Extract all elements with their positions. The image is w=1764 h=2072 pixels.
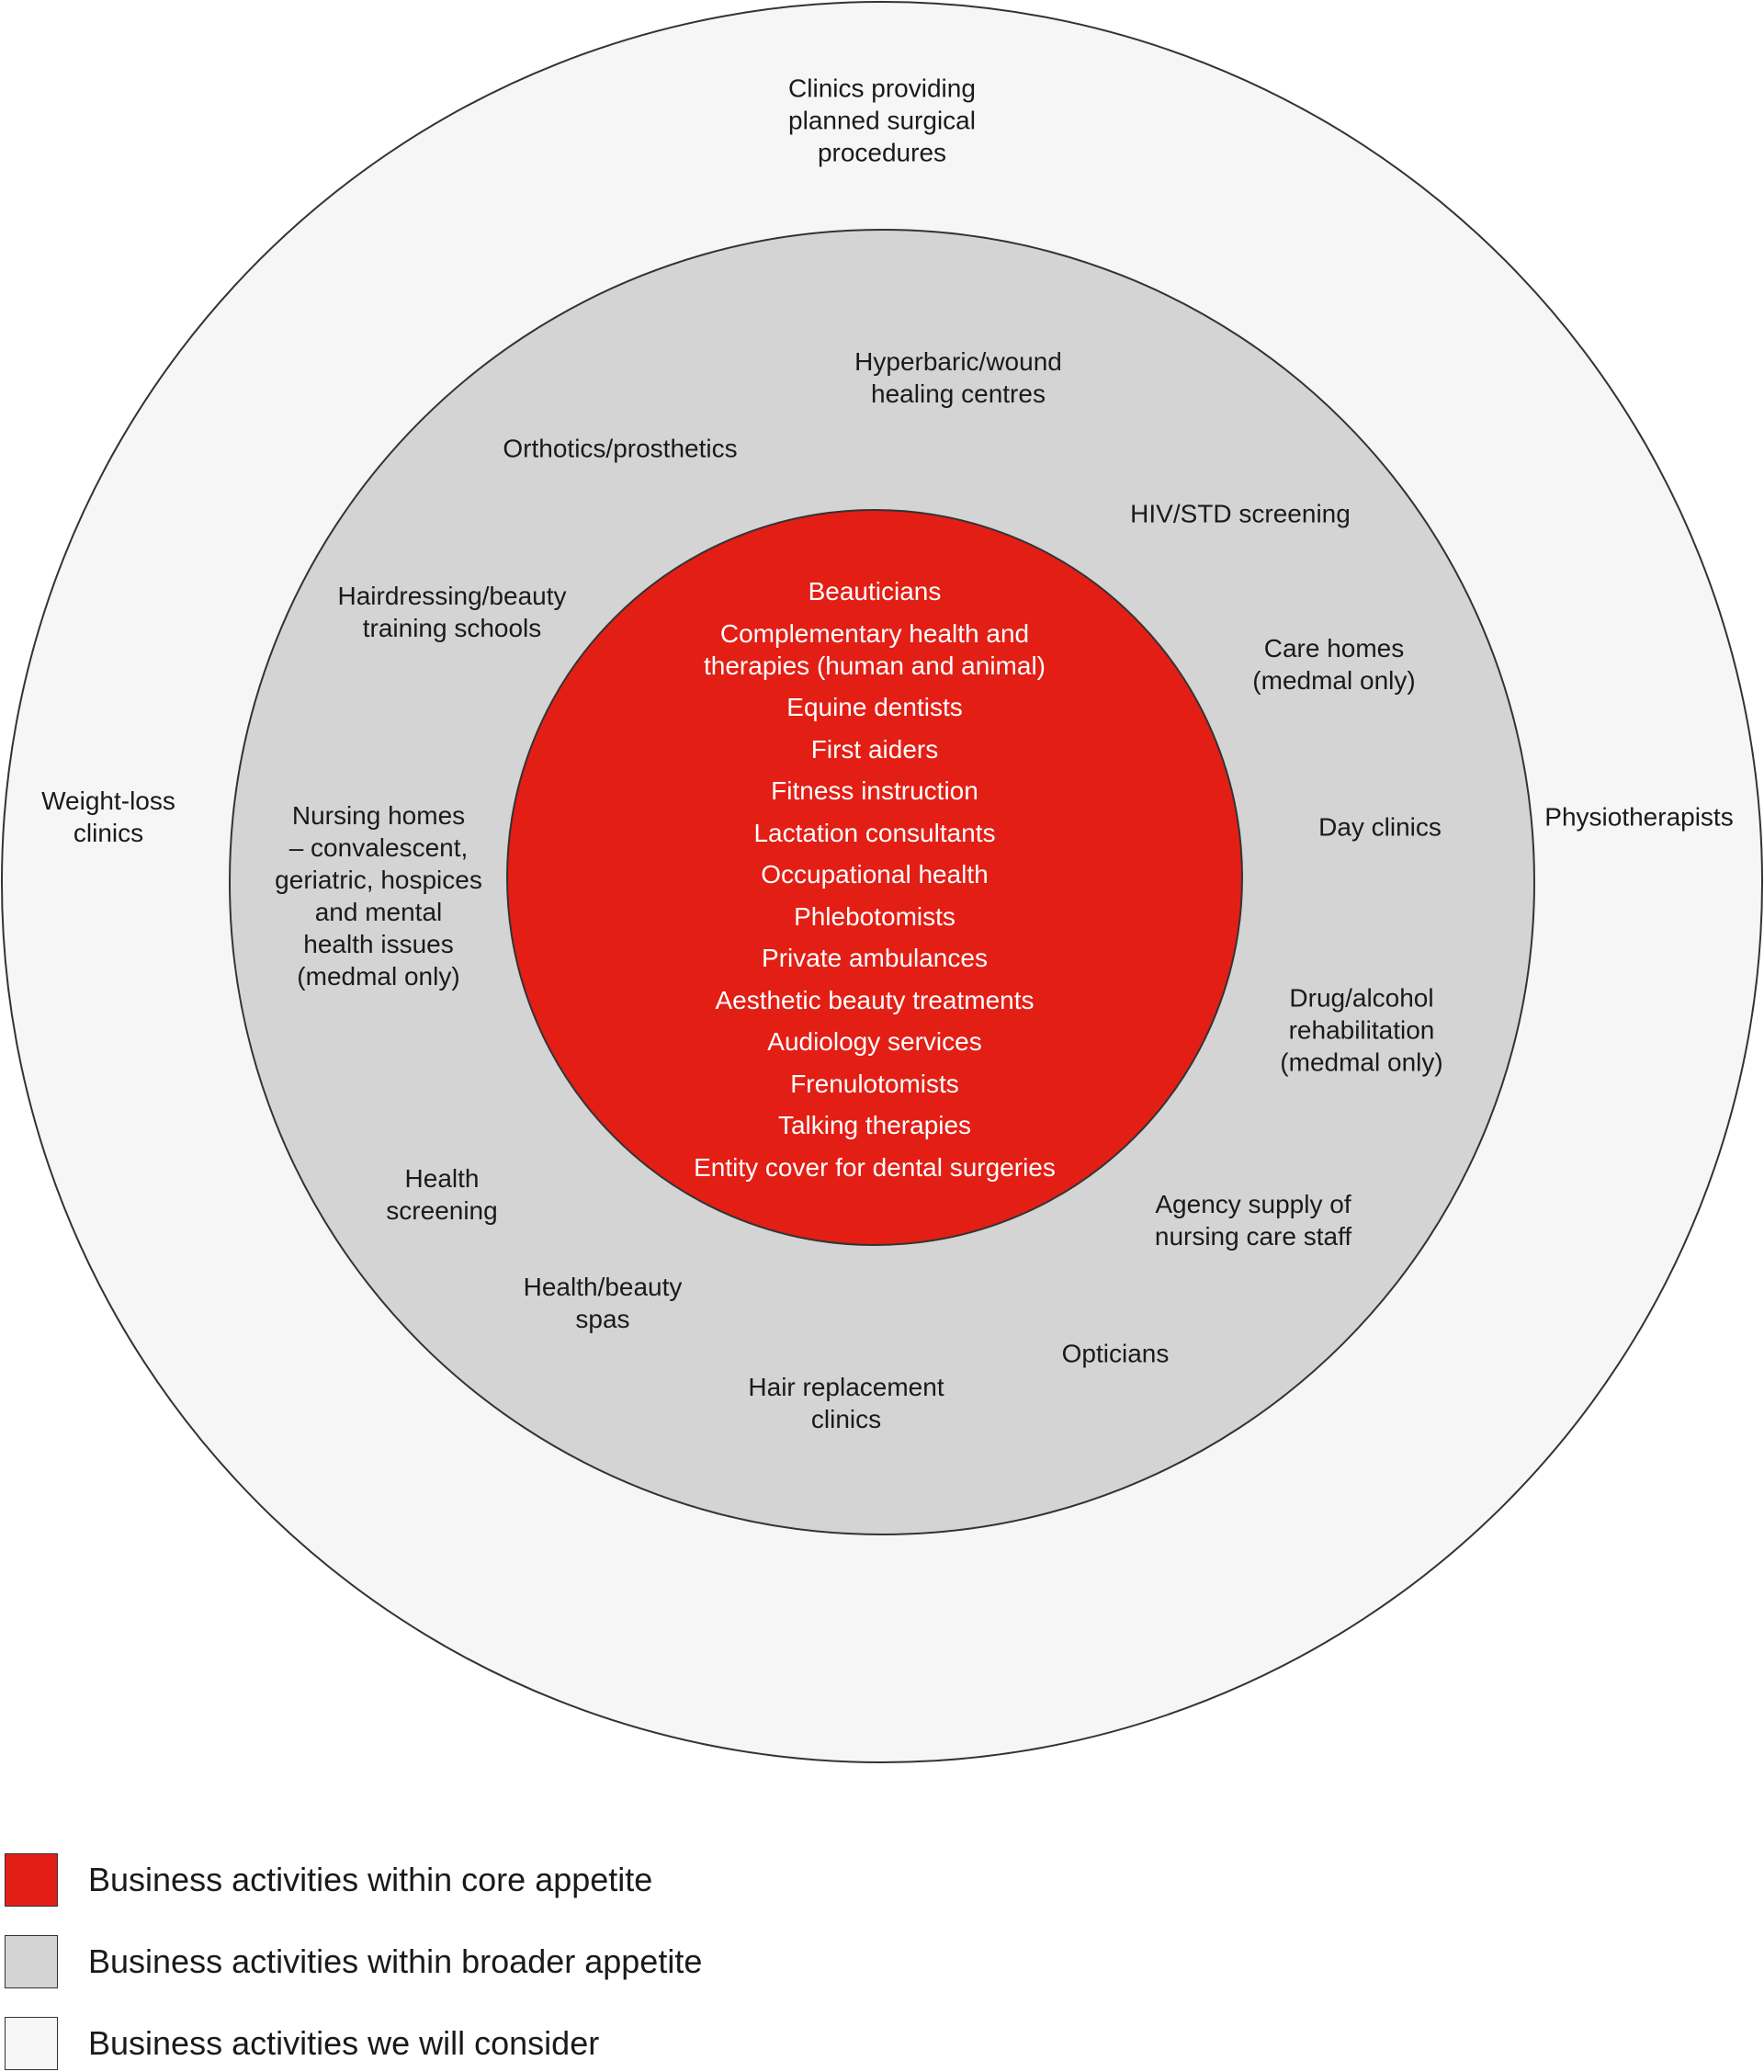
legend-swatch-broader <box>5 1935 58 1988</box>
core-item-talking-therapies: Talking therapies <box>777 1111 972 1139</box>
core-item-aesthetic-beauty: Aesthetic beauty treatments <box>715 985 1035 1014</box>
middle-label-care-homes: Care homes (medmal only) <box>1252 634 1416 695</box>
legend-item-broader: Business activities within broader appet… <box>0 1935 919 1990</box>
core-item-audiology: Audiology services <box>767 1027 982 1056</box>
middle-label-agency-nursing: Agency supply of nursing care staff <box>1154 1190 1352 1251</box>
middle-label-opticians: Opticians <box>1061 1339 1170 1368</box>
core-item-dental-surgeries: Entity cover for dental surgeries <box>694 1152 1056 1182</box>
legend-swatch-consider <box>5 2017 58 2070</box>
outer-label-planned-surgical-clinics: Clinics providing planned surgical proce… <box>788 74 976 167</box>
middle-label-hiv-std: HIV/STD screening <box>1130 499 1351 528</box>
legend-swatch-core <box>5 1853 58 1907</box>
middle-label-hyperbaric: Hyperbaric/wound healing centres <box>854 347 1062 408</box>
middle-label-day-clinics: Day clinics <box>1318 812 1442 842</box>
middle-label-orthotics: Orthotics/prosthetics <box>503 434 738 463</box>
middle-label-health-beauty-spas: Health/beauty spas <box>523 1273 683 1333</box>
core-item-phlebotomists: Phlebotomists <box>794 901 956 931</box>
core-item-equine-dentists: Equine dentists <box>786 693 963 721</box>
core-item-frenulotomists: Frenulotomists <box>790 1069 959 1098</box>
core-item-private-ambulances: Private ambulances <box>762 944 988 972</box>
legend-label-consider: Business activities we will consider <box>88 2024 600 2062</box>
core-item-fitness-instruction: Fitness instruction <box>771 776 978 805</box>
middle-label-health-screening: Health screening <box>386 1164 498 1225</box>
legend-item-core: Business activities within core appetite <box>0 1853 919 1908</box>
appetite-diagram <box>1 1 1763 1763</box>
core-item-occupational-health: Occupational health <box>761 860 989 889</box>
core-item-first-aiders: First aiders <box>810 734 939 764</box>
core-circle <box>506 509 1243 1246</box>
legend-label-core: Business activities within core appetite <box>88 1861 653 1898</box>
legend-item-consider: Business activities we will consider <box>0 2017 919 2072</box>
middle-label-hair-replacement: Hair replacement clinics <box>748 1373 944 1433</box>
legend-label-broader: Business activities within broader appet… <box>88 1942 703 1980</box>
middle-label-nursing-homes: Nursing homes – convalescent, geriatric,… <box>275 801 482 991</box>
core-item-complementary-health: Complementary health and therapies (huma… <box>704 618 1046 680</box>
middle-label-hairdressing-schools: Hairdressing/beauty training schools <box>337 582 567 642</box>
core-item-beauticians: Beauticians <box>808 577 942 606</box>
outer-label-physiotherapists: Physiotherapists <box>1544 802 1734 832</box>
core-item-lactation-consultants: Lactation consultants <box>753 818 996 847</box>
core-activities-list: Beauticians Complementary health and the… <box>526 575 1224 1193</box>
middle-label-drug-alcohol: Drug/alcohol rehabilitation (medmal only… <box>1280 983 1443 1077</box>
outer-label-weight-loss-clinics: Weight-loss clinics <box>41 787 175 847</box>
